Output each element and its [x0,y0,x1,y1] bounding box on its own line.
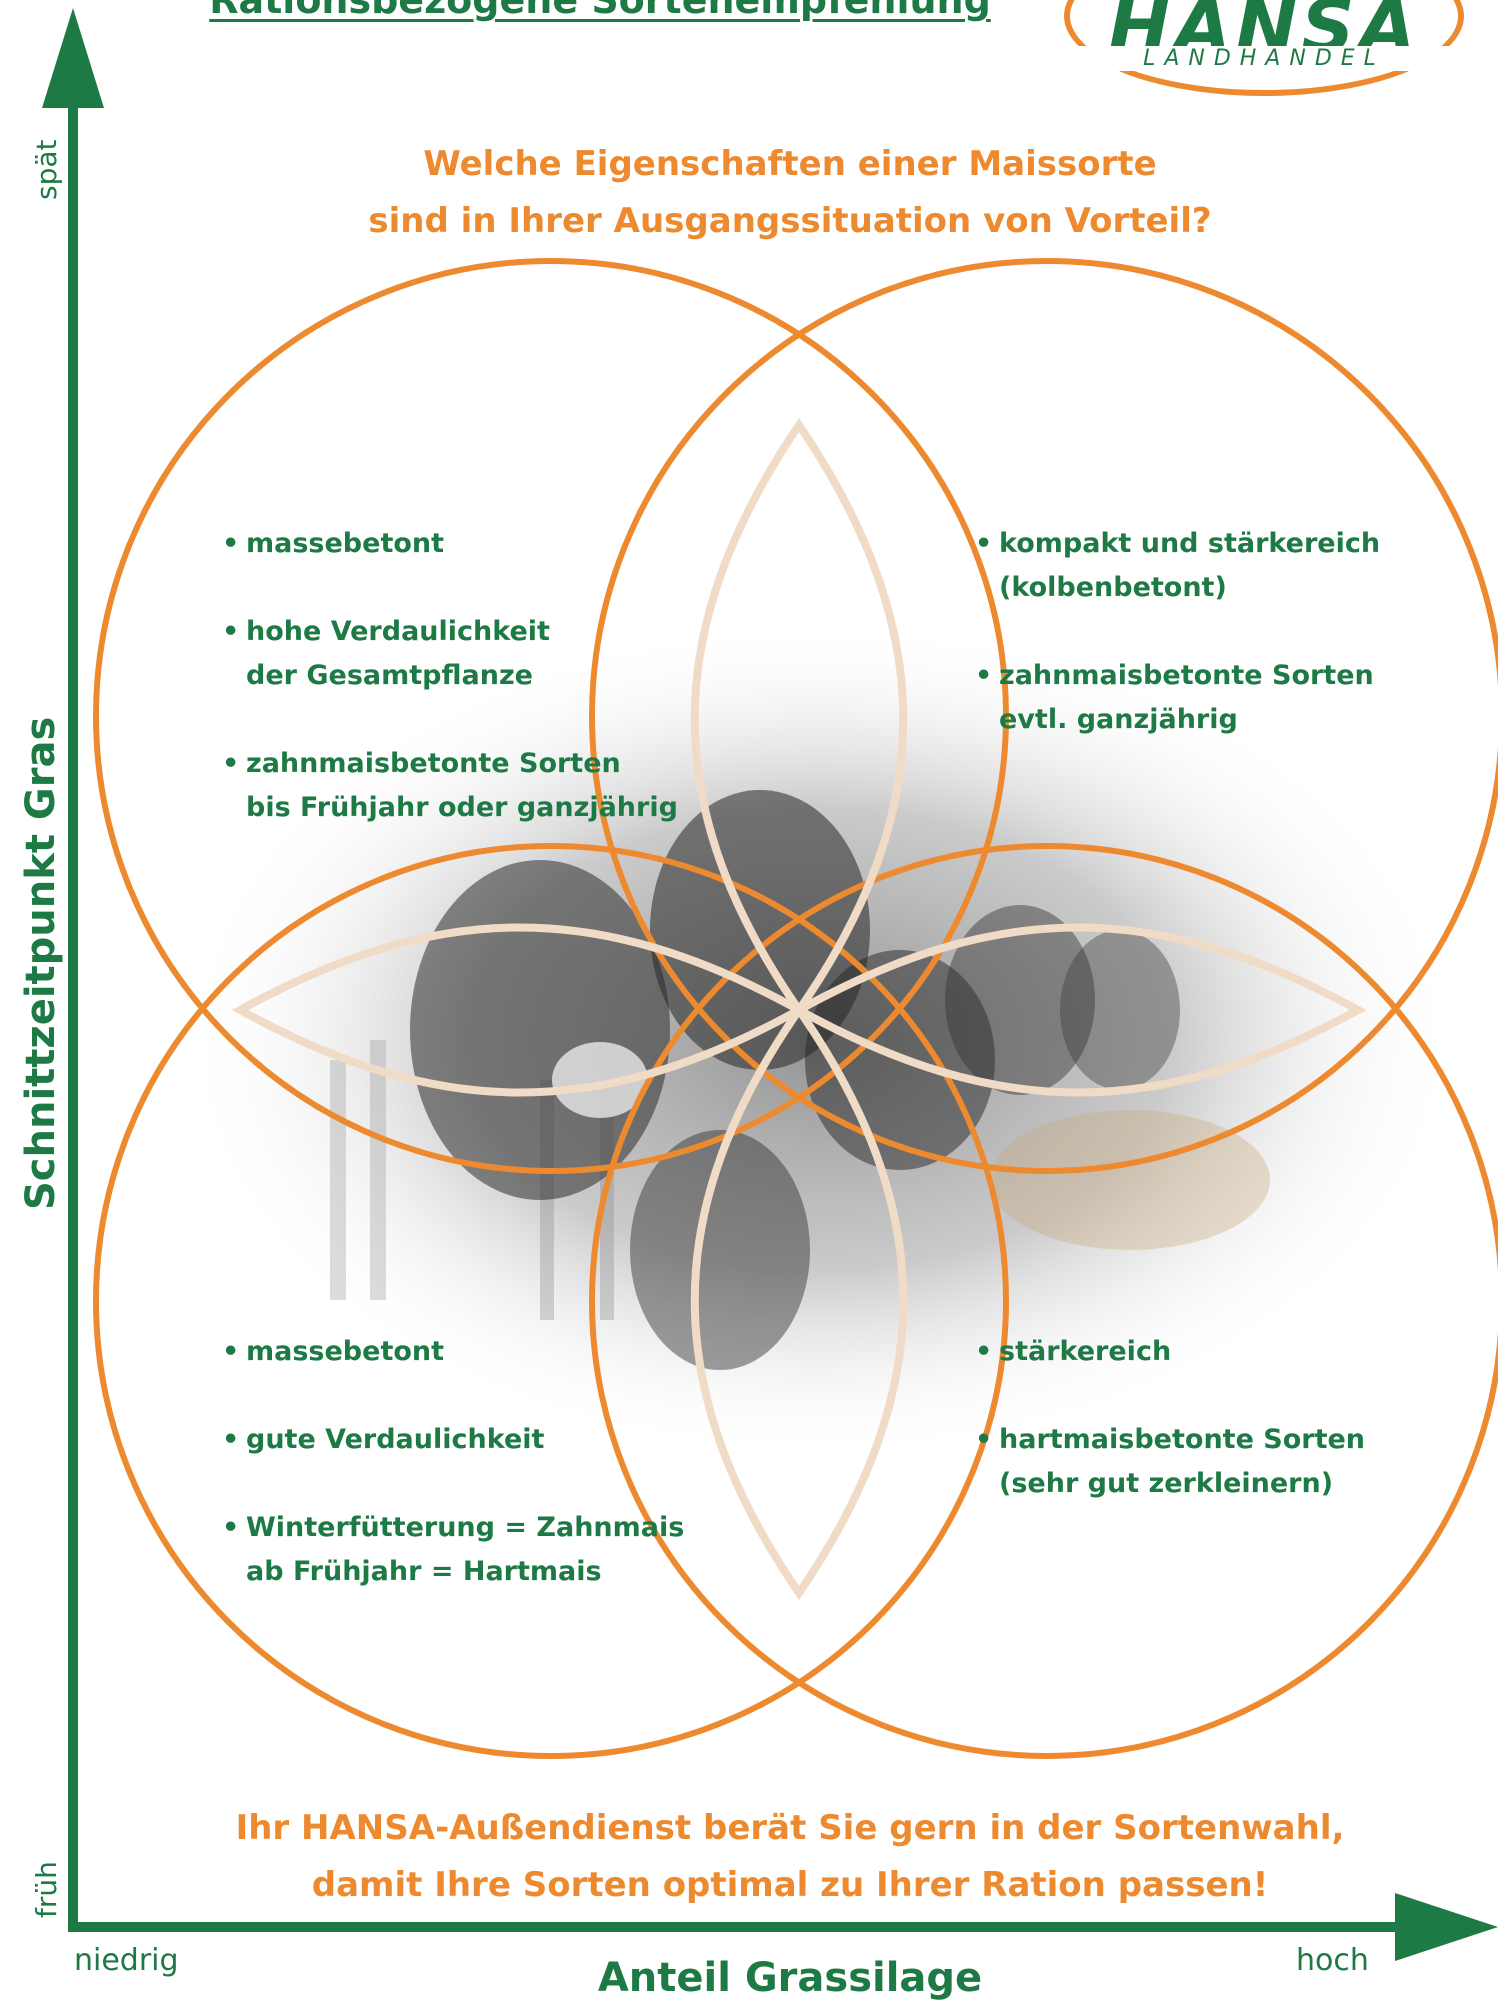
x-axis-title: Anteil Grassilage [0,1955,1498,2001]
quadrant-bottom-left-list: massebetont gute Verdaulichkeit Winterfü… [222,1330,684,1638]
cow-head-left [410,860,670,1200]
footer-text: Ihr HANSA-Außendienst berät Sie gern in … [160,1800,1420,1914]
x-axis-line [68,1922,1408,1932]
y-axis-arrowhead [42,8,104,108]
quadrant-item: kompakt und stärkereich (kolbenbetont) [975,522,1380,610]
quadrant-item: hartmaisbetonte Sorten (sehr gut zerklei… [975,1418,1365,1506]
y-axis-low-label: früh [30,1861,63,1918]
question-text: Welche Eigenschaften einer Maissorte sin… [260,136,1320,250]
quadrant-item: zahnmaisbetonte Sorten evtl. ganzjährig [975,654,1380,742]
question-line-1: Welche Eigenschaften einer Maissorte [260,136,1320,193]
quadrant-item: stärkereich [975,1330,1365,1374]
quadrant-item: Winterfütterung = Zahnmais ab Frühjahr =… [222,1506,684,1594]
page-title: Rationsbezogene Sortenempfehlung [165,0,1035,22]
logo-subtitle: LANDHANDEL [1070,46,1458,71]
quadrant-top-right-list: kompakt und stärkereich (kolbenbetont) z… [975,522,1380,786]
y-axis-title: Schnittzeitpunkt Gras [18,717,64,1210]
quadrant-item: zahnmaisbetonte Sorten bis Frühjahr oder… [222,742,678,830]
quadrant-bottom-right-list: stärkereich hartmaisbetonte Sorten (sehr… [975,1330,1365,1550]
footer-line-1: Ihr HANSA-Außendienst berät Sie gern in … [160,1800,1420,1857]
question-line-2: sind in Ihrer Ausgangssituation von Vort… [260,193,1320,250]
quadrant-item: massebetont [222,1330,684,1374]
quadrant-item: gute Verdaulichkeit [222,1418,684,1462]
quadrant-item: hohe Verdaulichkeit der Gesamtpflanze [222,610,678,698]
y-axis-high-label: spät [30,140,63,201]
y-axis-line [68,90,78,1930]
quadrant-item: massebetont [222,522,678,566]
quadrant-top-left-list: massebetont hohe Verdaulichkeit der Gesa… [222,522,678,874]
footer-line-2: damit Ihre Sorten optimal zu Ihrer Ratio… [160,1857,1420,1914]
